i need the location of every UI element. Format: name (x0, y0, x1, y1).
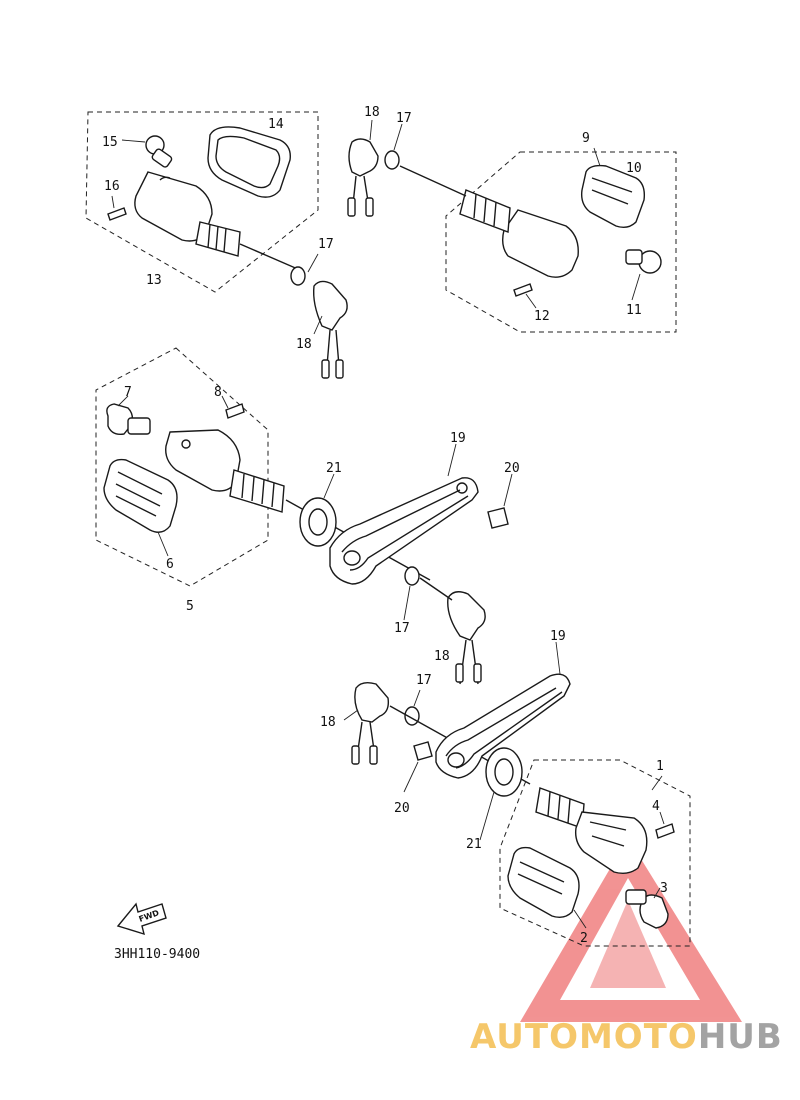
flasher-bracket-assembly-right (343, 641, 571, 841)
callouts: 1 2 3 4 5 6 7 8 9 10 11 12 13 14 15 16 1… (102, 105, 668, 946)
screw-8 (225, 403, 245, 419)
callout-18-a: 18 (296, 337, 312, 352)
socket-18-a (312, 280, 348, 331)
callout-6: 6 (166, 557, 174, 572)
flasher-housing-13 (134, 171, 213, 242)
rear-left-flasher-assembly (85, 111, 348, 379)
screw-4 (655, 823, 675, 839)
callout-17-d: 17 (416, 673, 432, 688)
watermark-triangle-icon (520, 838, 742, 1022)
callout-12: 12 (534, 309, 550, 324)
grommet-17-c (404, 566, 420, 586)
lens-14 (207, 126, 291, 198)
callout-2: 2 (580, 931, 588, 946)
grommet-17-b (384, 150, 400, 170)
callout-9: 9 (582, 131, 590, 146)
callout-14: 14 (268, 117, 284, 132)
callout-21-a: 21 (326, 461, 342, 476)
callout-11: 11 (626, 303, 642, 318)
socket-18-d (354, 681, 390, 723)
screw-12 (513, 283, 533, 297)
socket-18-b (348, 138, 379, 177)
flasher-bracket-assembly-left (299, 443, 513, 685)
nut-20-b (413, 741, 433, 761)
group-outline-13 (85, 111, 319, 293)
group-outline-1 (499, 759, 691, 947)
group-outline-9 (445, 151, 677, 333)
flasher-housing-5 (165, 429, 241, 492)
callout-20-a: 20 (504, 461, 520, 476)
callout-21-b: 21 (466, 837, 482, 852)
callout-18-b: 18 (364, 105, 380, 120)
callout-16: 16 (104, 179, 120, 194)
grommet-21-a (299, 497, 337, 547)
callout-17-b: 17 (396, 111, 412, 126)
bulb-3 (639, 894, 669, 929)
callout-5: 5 (186, 599, 194, 614)
callout-19-a: 19 (450, 431, 466, 446)
watermark-logo (520, 838, 742, 1022)
callout-3: 3 (660, 881, 668, 896)
forward-direction-arrow-icon: FWD (116, 902, 167, 936)
watermark-brand-part2: HUB (698, 1017, 783, 1057)
watermark-brand: AUTOMOTOHUB (470, 1017, 783, 1057)
watermark-brand-part1: AUTOMOTO (470, 1017, 698, 1057)
callout-13: 13 (146, 273, 162, 288)
grommet-17-a (290, 266, 306, 286)
bulb-7 (106, 403, 134, 436)
callout-19-b: 19 (550, 629, 566, 644)
callout-18-d: 18 (320, 715, 336, 730)
group-outline-5 (95, 347, 269, 587)
flasher-housing-9 (501, 209, 579, 278)
front-right-flasher-assembly (499, 759, 691, 947)
callout-1: 1 (656, 759, 664, 774)
part-code: 3HH110-9400 (114, 947, 200, 962)
callout-4: 4 (652, 799, 660, 814)
rear-right-flasher-assembly (347, 119, 677, 333)
callout-10: 10 (626, 161, 642, 176)
callout-18-c: 18 (434, 649, 450, 664)
callout-17-c: 17 (394, 621, 410, 636)
callout-7: 7 (124, 385, 132, 400)
bracket-19-a (329, 477, 479, 585)
screw-16 (107, 207, 127, 221)
callout-17-a: 17 (318, 237, 334, 252)
lens-2 (507, 846, 580, 919)
svg-text:AUTOMOTOHUB: AUTOMOTOHUB (470, 1017, 783, 1057)
grommet-21-b (485, 747, 523, 797)
callout-8: 8 (214, 385, 222, 400)
callout-20-b: 20 (394, 801, 410, 816)
socket-18-c (447, 591, 486, 641)
nut-20-a (487, 507, 509, 529)
callout-15: 15 (102, 135, 118, 150)
